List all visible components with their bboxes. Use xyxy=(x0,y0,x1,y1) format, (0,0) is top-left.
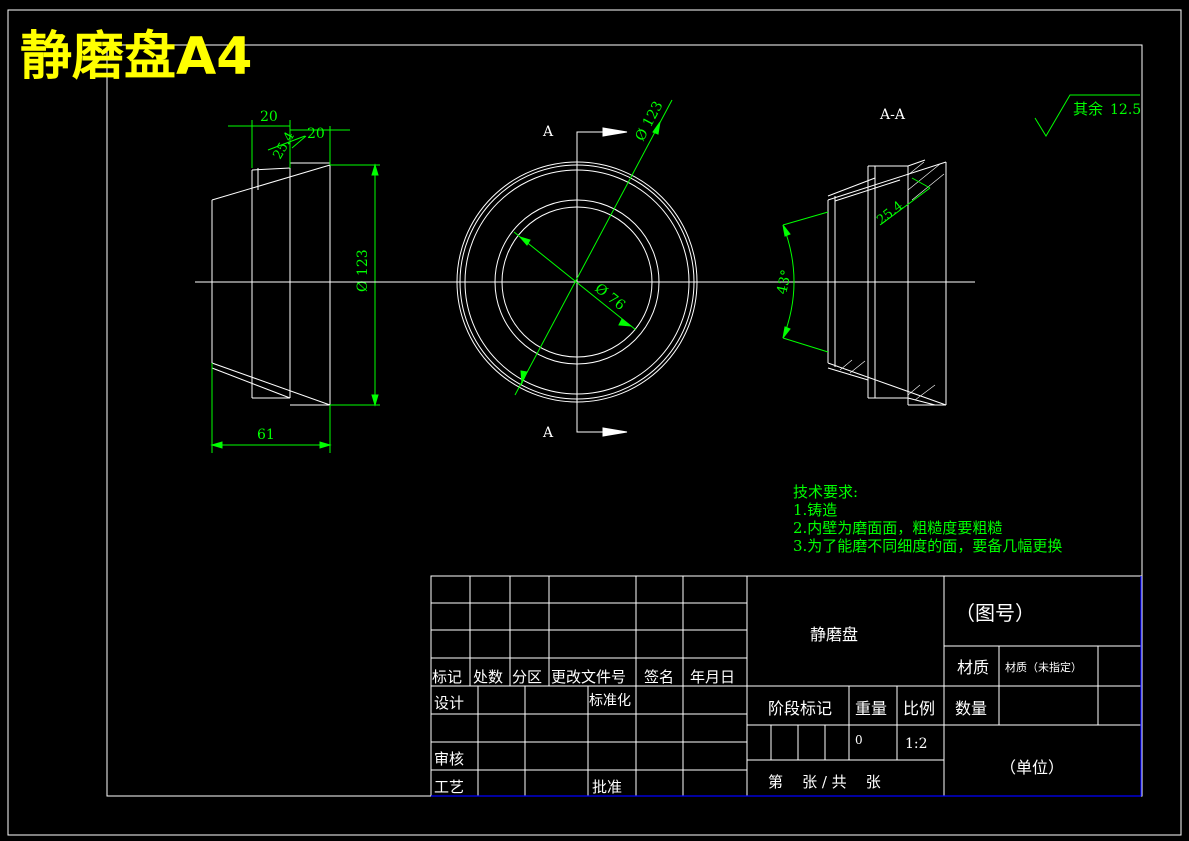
left-dimensions xyxy=(210,120,380,453)
inner-diameter-leader xyxy=(513,231,637,331)
right-dimensions xyxy=(782,177,931,353)
roughness-symbol xyxy=(1034,94,1140,137)
center-dimensions xyxy=(513,99,673,396)
label-design: 设计 xyxy=(434,694,464,712)
right-dim-angle: 25.4 xyxy=(874,199,906,229)
center-view xyxy=(195,127,975,437)
rev-header-mark: 标记 xyxy=(432,668,462,686)
note-item: 2.内壁为磨面面，粗糙度要粗糙 xyxy=(793,519,1002,537)
left-view xyxy=(195,162,350,406)
quantity-label: 数量 xyxy=(955,699,987,718)
roughness-label: 其余 xyxy=(1073,100,1103,118)
notes-heading: 技术要求: xyxy=(793,483,858,501)
title-block-blue-edges xyxy=(431,576,1142,797)
right-view xyxy=(827,159,947,406)
roughness-value: 12.5 xyxy=(1110,102,1141,118)
sheet-count: 第 张 / 共 张 xyxy=(768,773,881,791)
left-dim-top2: 20 xyxy=(307,126,325,142)
label-review: 审核 xyxy=(434,750,464,768)
left-dim-angle: 25.4 xyxy=(270,129,297,162)
rev-header-zone: 分区 xyxy=(512,668,542,686)
inner-circle xyxy=(501,206,653,358)
note-item: 1.铸造 xyxy=(793,501,837,519)
material-value: 材质（未指定） xyxy=(1005,660,1082,674)
weight-value: 0 xyxy=(855,733,863,747)
note-item: 3.为了能磨不同细度的面，要备几幅更换 xyxy=(793,537,1062,555)
section-mark-top: A xyxy=(542,124,554,140)
mid-circle xyxy=(494,199,660,365)
left-dim-top1: 20 xyxy=(260,109,278,125)
stage-label: 阶段标记 xyxy=(768,699,832,718)
title-block xyxy=(430,575,1142,797)
outer-diameter-leader xyxy=(514,99,673,396)
label-process: 工艺 xyxy=(434,778,464,796)
rev-header-sign: 签名 xyxy=(644,668,674,686)
right-dim-taper: 43° xyxy=(774,268,795,296)
scale-value: 1:2 xyxy=(905,736,928,752)
section-mark-bottom: A xyxy=(542,425,554,441)
center-dim-outer: Ø 123 xyxy=(632,99,666,144)
rev-header-count: 处数 xyxy=(473,668,503,686)
right-hatching xyxy=(839,161,945,401)
left-dim-length: 61 xyxy=(257,427,275,443)
label-approve: 批准 xyxy=(592,778,622,796)
part-name: 静磨盘 xyxy=(810,625,858,644)
drawing-number: （图号） xyxy=(955,601,1035,625)
weight-label: 重量 xyxy=(855,699,887,718)
rev-header-date: 年月日 xyxy=(690,668,735,686)
section-title: A-A xyxy=(879,107,906,123)
left-dim-diameter: Ø 123 xyxy=(355,249,371,292)
outer-circle xyxy=(456,161,698,403)
label-standard: 标准化 xyxy=(589,693,631,709)
outer-border xyxy=(7,9,1182,836)
rev-header-doc: 更改文件号 xyxy=(551,668,626,686)
unit-name: （单位） xyxy=(1000,758,1064,777)
scale-label: 比例 xyxy=(903,699,935,718)
material-label: 材质 xyxy=(957,658,989,677)
drawing-title: 静磨盘A4 xyxy=(20,27,252,87)
